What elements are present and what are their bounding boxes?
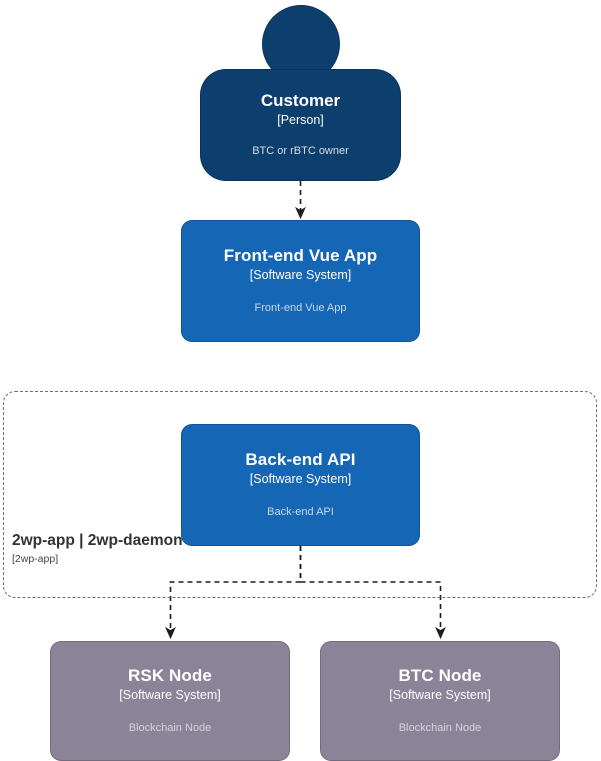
node-customer-description: BTC or rBTC owner [252,144,349,157]
node-customer[interactable]: Customer [Person] BTC or rBTC owner [200,5,401,181]
node-btc-node[interactable]: BTC Node [Software System] Blockchain No… [320,641,560,761]
person-body: Customer [Person] BTC or rBTC owner [200,69,401,181]
boundary-name: 2wp-app | 2wp-daemon [12,531,183,549]
boundary-type: [2wp-app] [12,553,59,566]
node-rsk-node[interactable]: RSK Node [Software System] Blockchain No… [50,641,290,761]
node-customer-title: Customer [260,91,341,111]
node-rsk-title: RSK Node [128,666,212,686]
node-rsk-description: Blockchain Node [128,721,212,734]
node-frontend-title: Front-end Vue App [223,246,378,266]
node-btc-title: BTC Node [398,666,482,686]
node-btc-subtitle: [Software System] [389,688,491,703]
node-customer-subtitle: [Person] [277,113,324,128]
node-rsk-subtitle: [Software System] [119,688,221,703]
boundary-label: 2wp-app | 2wp-daemon [2wp-app] [12,532,183,567]
node-frontend-vue-app[interactable]: Front-end Vue App [Software System] Fron… [181,220,420,342]
node-backend-subtitle: [Software System] [249,472,352,487]
node-backend-title: Back-end API [245,450,356,470]
node-backend-api[interactable]: Back-end API [Software System] Back-end … [181,424,420,546]
node-frontend-description: Front-end Vue App [254,301,347,314]
node-btc-description: Blockchain Node [398,721,482,734]
node-frontend-subtitle: [Software System] [249,268,352,283]
node-backend-description: Back-end API [267,505,334,518]
